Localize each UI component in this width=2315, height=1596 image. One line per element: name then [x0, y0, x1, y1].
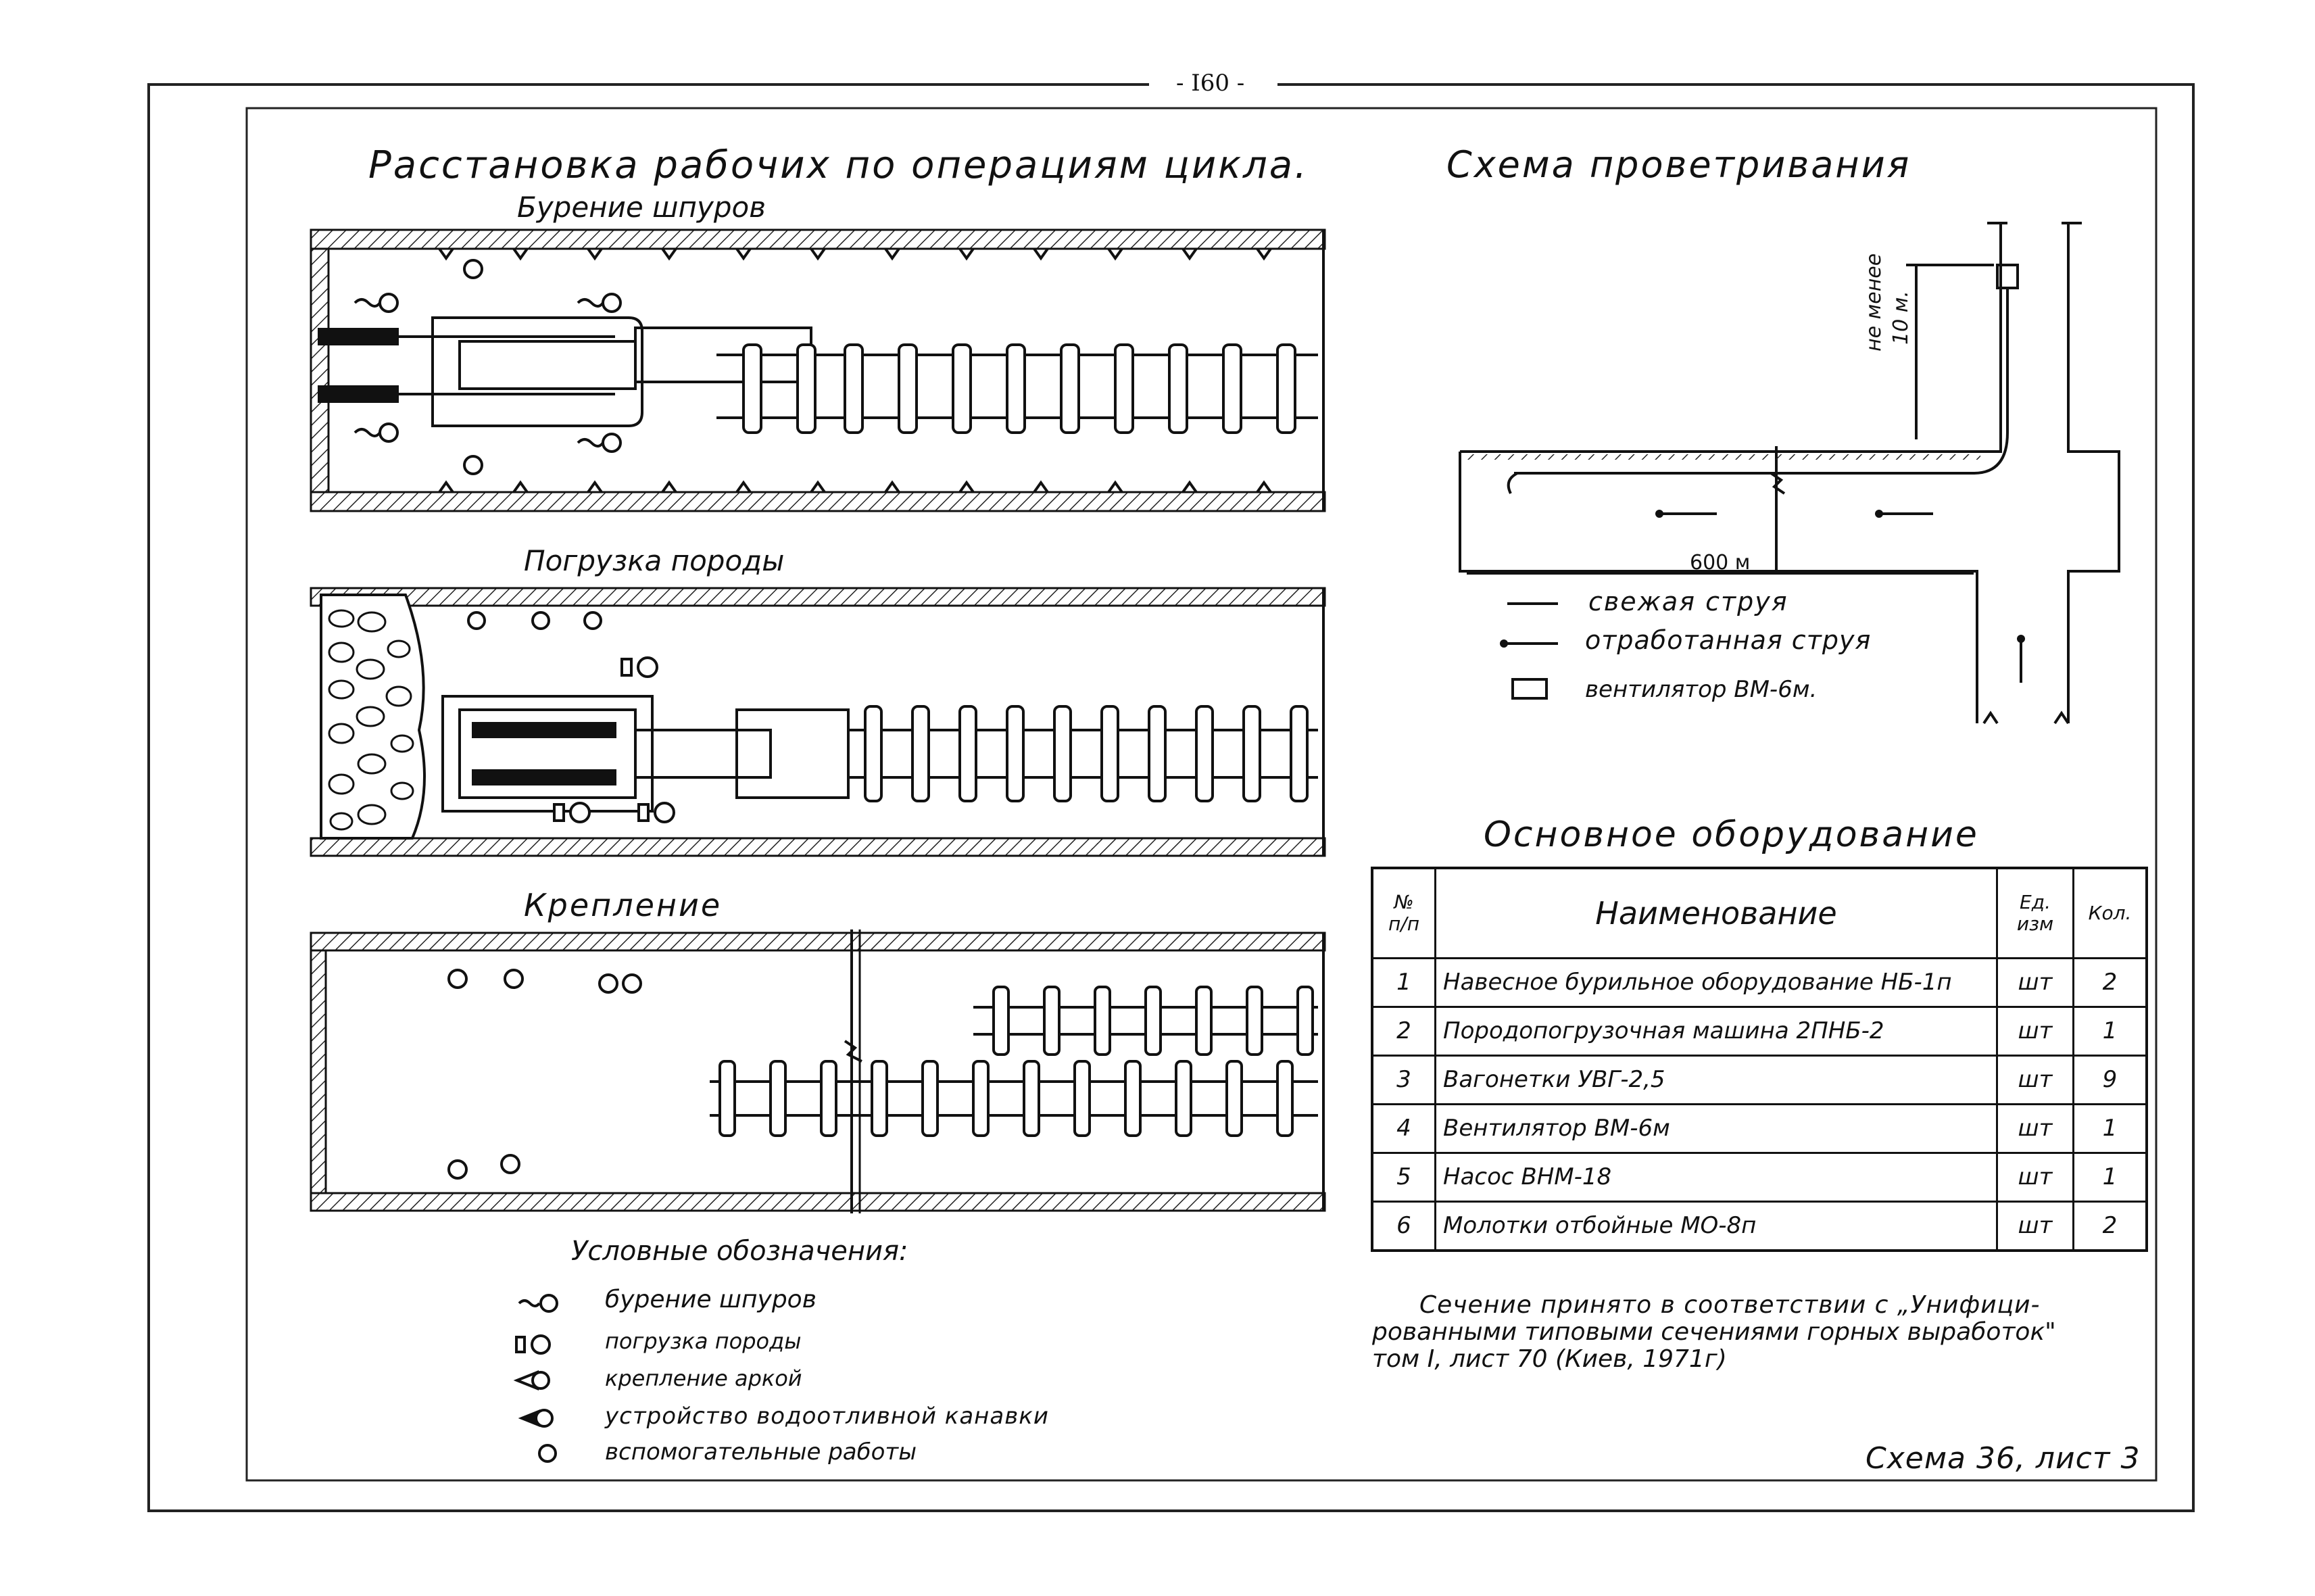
- note-line-3: том I, лист 70 (Киев, 1971г): [1372, 1345, 1727, 1373]
- arch-support-worker-icon: [513, 1370, 550, 1391]
- page-number: - I60 -: [1176, 70, 1245, 97]
- auxiliary-worker-icon: [538, 1444, 557, 1463]
- legend-item-loading: погрузка породы: [605, 1328, 802, 1354]
- loading-worker-icon: [515, 1334, 551, 1355]
- table-row: 6 Молотки отбойные МО-8п шт 2: [1371, 1200, 2148, 1252]
- drainage-worker-icon: [518, 1409, 554, 1428]
- section-drilling-title: Бурение шпуров: [517, 191, 766, 224]
- legend-item-arch: крепление аркой: [605, 1365, 802, 1391]
- vent-legend-fan: вентилятор ВМ-6м.: [1585, 676, 1818, 703]
- note-line-2: рованными типовыми сечениями горных выра…: [1372, 1318, 2056, 1346]
- note-line-1: Сечение принято в соответствии с „Унифиц…: [1419, 1291, 2041, 1319]
- legend-item-drilling: бурение шпуров: [605, 1286, 817, 1313]
- legend-title: Условные обозначения:: [571, 1236, 908, 1267]
- rock-pile-icon: [320, 594, 426, 840]
- section-support-title: Крепление: [524, 887, 723, 923]
- header-unit: Ед.изм: [1996, 867, 2074, 959]
- vent-legend-fresh: свежая струя: [1588, 587, 1788, 616]
- section-loading-title: Погрузка породы: [524, 544, 785, 577]
- table-row: 4 Вентилятор ВМ-6м шт 1: [1371, 1103, 2148, 1154]
- ventilation-title: Схема проветривания: [1446, 143, 1911, 186]
- header-name: Наименование: [1434, 867, 1998, 959]
- table-row: 2 Породопогрузочная машина 2ПНБ-2 шт 1: [1371, 1005, 2148, 1057]
- equipment-title: Основное оборудование: [1484, 815, 1979, 855]
- table-row: 3 Вагонетки УВГ-2,5 шт 9: [1371, 1054, 2148, 1105]
- vent-length-label: 600 м: [1690, 551, 1751, 575]
- left-title: Расстановка рабочих по операциям цикла.: [368, 143, 1309, 187]
- table-row: 5 Насос ВНМ-18 шт 1: [1371, 1151, 2148, 1203]
- sheet-label: Схема 36, лист 3: [1866, 1441, 2141, 1476]
- drilling-worker-icon: [518, 1294, 558, 1313]
- exhaust-air-line-icon: [1500, 639, 1558, 648]
- header-qty: Кол.: [2072, 867, 2148, 959]
- legend-item-drainage: устройство водоотливной канавки: [605, 1403, 1049, 1430]
- legend-item-auxiliary: вспомогательные работы: [605, 1438, 917, 1466]
- vent-legend-exhaust: отработанная струя: [1585, 625, 1872, 655]
- fan-icon: [1511, 678, 1548, 700]
- table-row: 1 Навесное бурильное оборудование НБ-1п …: [1371, 957, 2148, 1008]
